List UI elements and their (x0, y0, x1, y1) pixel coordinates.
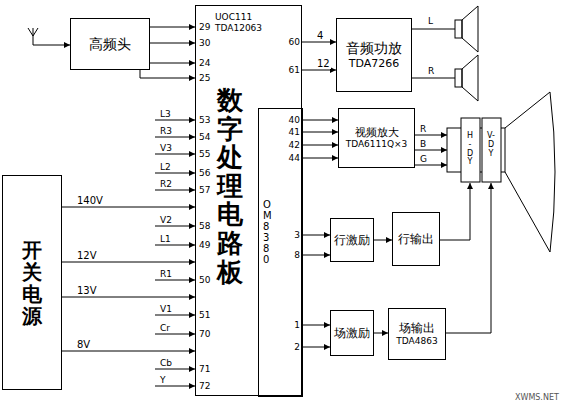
driver-box: 场激励 (330, 310, 374, 356)
block-title: 音频功放 (346, 40, 402, 57)
coil-label: H-DY (466, 132, 474, 167)
pin-number: 53 (199, 115, 210, 125)
signal-connector (303, 132, 338, 133)
signal-name: V3 (160, 143, 172, 153)
block-title: 高频头 (89, 36, 131, 53)
amp-box: 音频功放TDA7266 (336, 18, 412, 92)
block-title: 视频放大 (355, 126, 399, 139)
pin-number: 24 (199, 58, 210, 68)
signal-name: L3 (160, 109, 171, 119)
signal-name: R3 (160, 126, 172, 136)
pin-number: 58 (199, 221, 210, 231)
part-number: TDA4863 (396, 336, 437, 347)
pin-number: 30 (199, 38, 210, 48)
signal-name: R2 (160, 179, 172, 189)
signal-connector (303, 145, 338, 146)
signal-connector (140, 70, 195, 78)
pin-number: 71 (199, 364, 210, 374)
signal-connector (62, 262, 195, 263)
signal-name: V1 (160, 304, 172, 314)
wire-count: 12 (316, 58, 331, 69)
pin-number: 50 (199, 275, 210, 285)
block-title: 场激励 (334, 326, 370, 340)
channel-label: L (428, 16, 433, 26)
signal-name: Y (160, 375, 166, 385)
block-title: 行输出 (398, 232, 434, 246)
signal-name: V2 (160, 215, 172, 225)
pin-number: 60 (282, 37, 300, 47)
video-amp-box: 视频放大TDA6111Q×3 (338, 108, 415, 168)
signal-name: B (420, 139, 426, 149)
speaker-symbol (412, 6, 478, 101)
block-title: UOC111 TDA12063 (215, 12, 275, 34)
pin-number: 55 (199, 149, 210, 159)
pin-number: 8 (282, 250, 300, 260)
signal-connector (150, 63, 195, 64)
block-title: 行激励 (334, 233, 370, 247)
signal-connector (302, 42, 336, 43)
block-title: 开关电源 (22, 239, 42, 327)
pin-number: 61 (282, 65, 300, 75)
pin-number: 42 (282, 140, 300, 150)
part-number: 数字处理电路板 (217, 86, 243, 286)
driver-box: 行激励 (330, 218, 374, 262)
voltage-label: 13V (76, 285, 98, 296)
signal-connector (303, 255, 330, 256)
pin-number: 56 (199, 168, 210, 178)
signal-connector (374, 333, 388, 334)
power-box: 开关电源 (2, 175, 62, 390)
pin-number: 49 (199, 240, 210, 250)
wire-count: 4 (316, 30, 324, 41)
output-box: 行输出 (392, 212, 440, 266)
channel-label: R (428, 66, 434, 76)
signal-connector (303, 158, 338, 159)
signal-connector (303, 325, 330, 326)
pin-number: 44 (282, 153, 300, 163)
signal-name: R1 (160, 269, 172, 279)
signal-connector (303, 347, 330, 348)
pin-number: 72 (199, 381, 210, 391)
part-number: TDA6111Q×3 (346, 139, 408, 150)
signal-name: Cr (160, 323, 170, 333)
watermark: XWMS.NET (515, 393, 559, 403)
signal-name: R (420, 124, 426, 134)
block-title: 场输出 (399, 321, 435, 335)
voltage-label: 8V (76, 339, 91, 350)
tuner-box: 高频头 (70, 18, 150, 70)
output-box: 场输出TDA4863 (388, 308, 446, 360)
pin-number: 51 (199, 310, 210, 320)
pin-number: 41 (282, 127, 300, 137)
signal-name: L2 (160, 162, 171, 172)
input-wire (155, 120, 195, 386)
voltage-label: 12V (76, 250, 98, 261)
signal-connector (62, 297, 195, 298)
pin-number: 1 (282, 320, 300, 330)
pin-number: 54 (199, 132, 210, 142)
signal-connector (150, 43, 195, 44)
pin-number: 3 (282, 230, 300, 240)
pin-number: 2 (282, 342, 300, 352)
signal-name: G (420, 154, 427, 164)
signal-connector (150, 27, 195, 28)
antenna-symbol (28, 28, 70, 45)
signal-connector (303, 120, 338, 121)
block-title: OM8380 (263, 199, 273, 265)
signal-name: Cb (160, 358, 172, 368)
part-number: TDA7266 (349, 57, 400, 70)
signal-connector (62, 207, 195, 208)
signal-connector (62, 351, 195, 352)
pin-number: 29 (199, 22, 210, 32)
voltage-label: 140V (76, 195, 104, 206)
pin-number: 40 (282, 115, 300, 125)
signal-connector (303, 235, 330, 236)
coil-label: V-DY (487, 132, 495, 158)
pin-number: 57 (199, 185, 210, 195)
signal-connector (302, 70, 336, 71)
pin-number: 70 (199, 329, 210, 339)
signal-connector (374, 240, 392, 241)
signal-name: L1 (160, 234, 171, 244)
main-board: UOC111 TDA12063 数字处理电路板 OM8380 (195, 5, 302, 396)
pin-number: 25 (199, 73, 210, 83)
